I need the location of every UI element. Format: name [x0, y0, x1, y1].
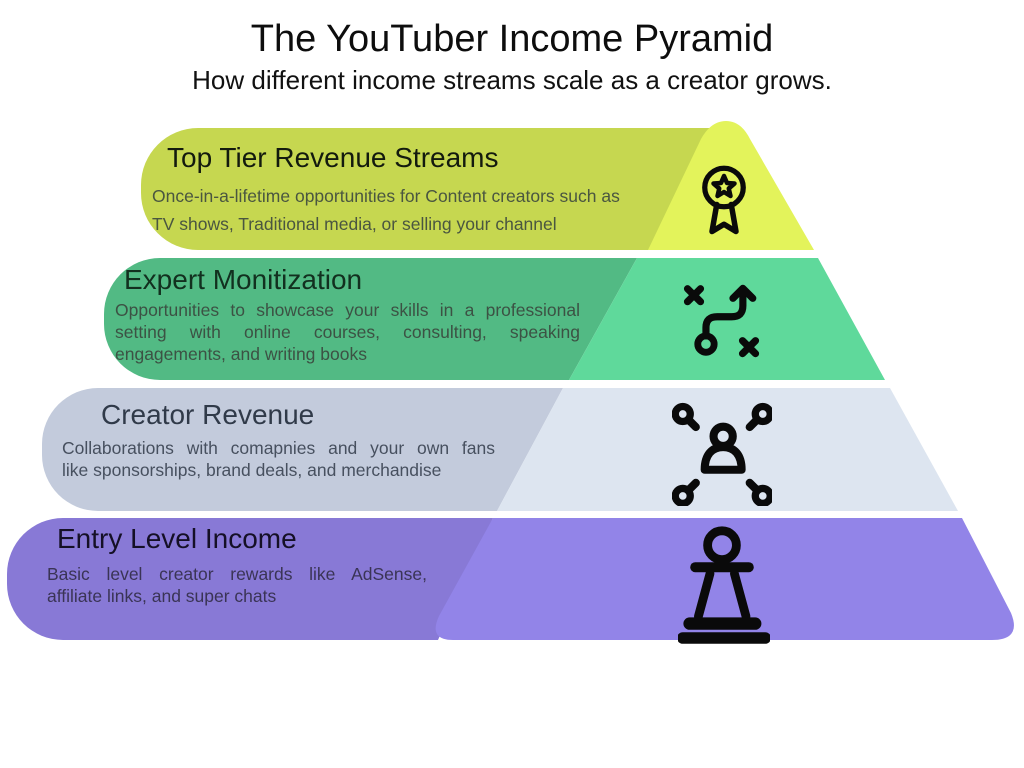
tier-2-description: Opportunities to showcase your skills in… — [115, 299, 580, 365]
description-line: Once-in-a-lifetime opportunities for Con… — [152, 186, 620, 206]
description-line: engagements, and writing books — [115, 344, 367, 364]
description-line: Basic level creator rewards like AdSense… — [47, 564, 427, 584]
description-line: Collaborations with comapnies and your o… — [62, 438, 495, 458]
tier-1-band-outer — [141, 128, 714, 250]
tier-3-description: Collaborations with comapnies and your o… — [62, 437, 495, 481]
tier-4-title: Entry Level Income — [57, 523, 297, 554]
tier-1-title: Top Tier Revenue Streams — [167, 142, 499, 173]
tier-1-description: Once-in-a-lifetime opportunities for Con… — [152, 183, 657, 238]
description-line: Opportunities to showcase your skills in… — [115, 300, 580, 320]
page-subtitle: How different income streams scale as a … — [192, 65, 832, 95]
tier-4-band-inner — [435, 518, 1014, 640]
tier-4-band-outer — [7, 518, 493, 640]
description-line: TV shows, Traditional media, or selling … — [152, 213, 557, 234]
tier-3-title: Creator Revenue — [101, 399, 315, 430]
tier-3-band-outer — [42, 388, 563, 511]
chess-pawn-icon — [678, 526, 770, 644]
tier-2-band-outer — [104, 258, 637, 380]
description-line: affiliate links, and super chats — [47, 586, 277, 606]
description-line: like sponsorships, brand deals, and merc… — [62, 460, 442, 480]
page-title: The YouTuber Income Pyramid — [250, 18, 774, 60]
tier-2-title: Expert Monitization — [124, 264, 363, 295]
strategy-icon — [680, 281, 762, 360]
description-line: setting with online courses, consulting,… — [115, 322, 580, 342]
tier-4-description: Basic level creator rewards like AdSense… — [47, 563, 427, 607]
award-medal-icon — [699, 162, 749, 236]
people-network-icon — [672, 402, 772, 506]
